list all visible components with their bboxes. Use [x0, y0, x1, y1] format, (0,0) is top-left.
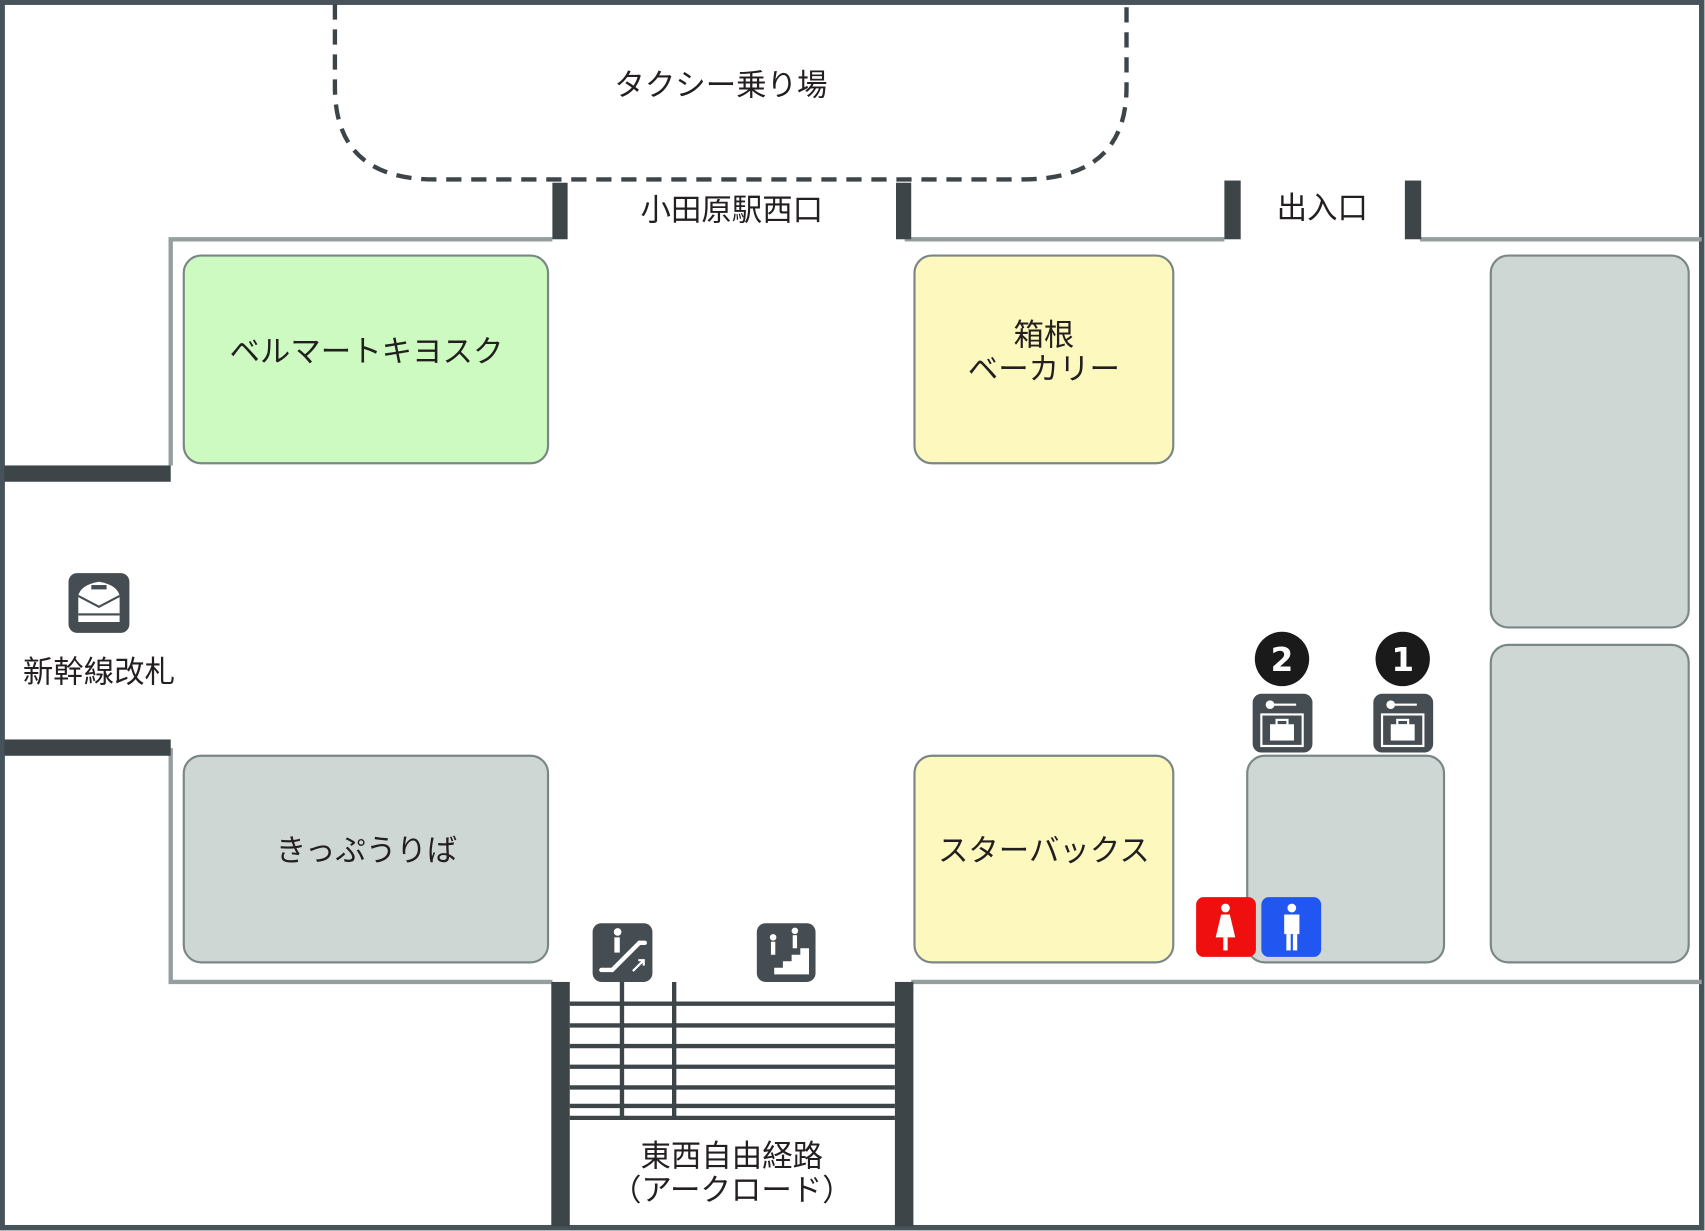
- shop-starbucks[interactable]: スターバックス: [913, 754, 1175, 964]
- entrance-label[interactable]: 出入口: [1277, 191, 1368, 226]
- shop-kiosk-label: ベルマートキヨスク: [229, 335, 503, 370]
- free-passage-label-line2: （アークロード）: [611, 1173, 853, 1208]
- taxi-stand-label: タクシー乗り場: [614, 69, 827, 104]
- ticket-office[interactable]: きっぷうりば: [182, 754, 550, 964]
- free-passage-label-line1[interactable]: 東西自由経路: [640, 1140, 823, 1175]
- taxi-stand-area[interactable]: [332, 4, 1129, 182]
- ticket-office-label: きっぷうりば: [276, 834, 457, 869]
- coin-locker-icon: [1252, 693, 1313, 753]
- west-exit-label[interactable]: 小田原駅西口: [640, 194, 823, 229]
- shop-bakery-label-line1: 箱根: [1013, 319, 1074, 354]
- entrance-post-right: [1404, 180, 1422, 240]
- stairway[interactable]: [551, 981, 914, 1227]
- west-exit-post-right: [895, 182, 912, 240]
- mens-toilet-icon[interactable]: [1261, 897, 1322, 957]
- locker-1[interactable]: 1: [1373, 631, 1434, 753]
- locker-number: 2: [1271, 641, 1294, 679]
- locker-number-badge: [1254, 631, 1310, 687]
- store-block-lower-right[interactable]: [1489, 643, 1690, 964]
- concourse-wall-bottom-left: [168, 748, 553, 985]
- escalator-up-icon: [592, 923, 653, 982]
- stairway-wall-right: [894, 981, 914, 1227]
- locker-number: 1: [1391, 641, 1414, 679]
- coin-locker-icon: [1373, 693, 1434, 753]
- shop-hakone-bakery[interactable]: 箱根 ベーカリー: [913, 254, 1175, 465]
- womens-toilet-icon[interactable]: [1196, 897, 1256, 957]
- stairway-wall-left: [551, 981, 570, 1227]
- shop-starbucks-label: スターバックス: [938, 834, 1150, 869]
- shinkansen-icon: [68, 573, 130, 633]
- locker-number-badge: [1375, 631, 1430, 687]
- shop-bakery-label-line2: ベーカリー: [968, 352, 1120, 387]
- gate-wall-bottom: [4, 739, 171, 756]
- shinkansen-gate-label[interactable]: 新幹線改札: [23, 656, 175, 691]
- store-block-upper-right[interactable]: [1489, 254, 1690, 629]
- gate-wall-top: [4, 465, 171, 482]
- entrance-post-left: [1224, 180, 1241, 240]
- shop-kiosk[interactable]: ベルマートキヨスク: [182, 254, 550, 465]
- west-exit-post-left: [552, 182, 568, 240]
- stairs-up-icon: [756, 923, 816, 982]
- locker-2[interactable]: 2: [1252, 631, 1313, 753]
- concourse-wall-top-left: [168, 237, 553, 466]
